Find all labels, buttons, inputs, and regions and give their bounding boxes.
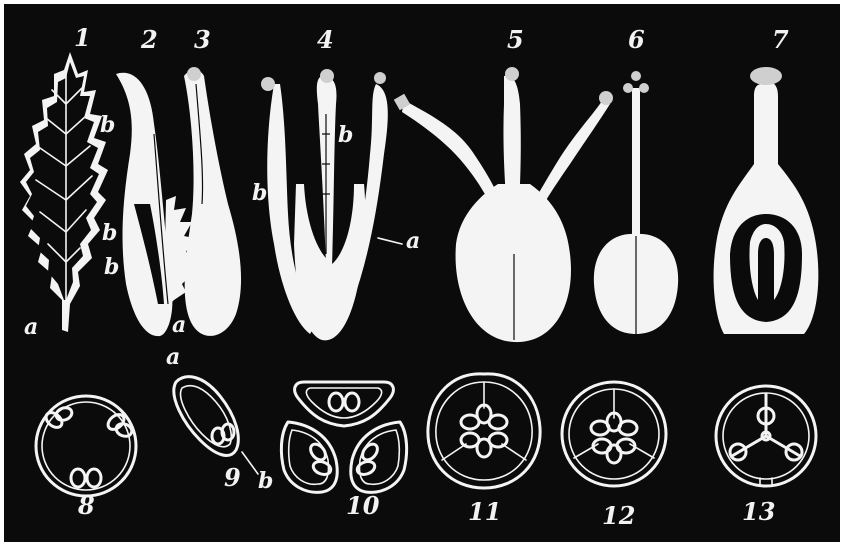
fig-number-6: 6 xyxy=(628,25,645,54)
fig-2-folded-carpel xyxy=(116,73,194,336)
fig3-label-b: b xyxy=(252,180,267,206)
fig1-label-b-low: b xyxy=(104,254,119,280)
fig-3-pistil xyxy=(184,67,241,336)
fig-number-8: 8 xyxy=(77,491,95,520)
fig2-label-a: a xyxy=(172,312,186,338)
fig-9-carpel-section xyxy=(174,377,258,474)
fig-10-three-carpels xyxy=(281,382,406,492)
fig-6-globular-ovary-pistil xyxy=(594,71,678,334)
fig1-label-b-top: b xyxy=(100,112,115,138)
fig-number-3: 3 xyxy=(194,25,211,54)
botanical-plate: 1 2 3 4 5 6 7 8 9 10 11 12 13 a b b b a … xyxy=(4,4,840,542)
fig-12-syncarpous-section xyxy=(562,382,666,486)
fig-number-10: 10 xyxy=(346,491,380,520)
fig-8-cross-section xyxy=(36,396,136,496)
fig-number-12: 12 xyxy=(602,501,635,530)
fig1-label-a: a xyxy=(24,314,38,340)
fig-number-7: 7 xyxy=(772,25,789,54)
plate-drawing: 1 2 3 4 5 6 7 8 9 10 11 12 13 a b b b a … xyxy=(4,4,840,542)
fig-11-three-celled-section xyxy=(428,374,540,488)
fig-1-serrated-leaf xyxy=(20,52,108,332)
fig-number-2: 2 xyxy=(140,25,158,54)
fig-13-axile-section xyxy=(716,386,816,486)
fig-number-13: 13 xyxy=(742,497,775,526)
fig9-label-b: b xyxy=(258,468,273,494)
fig4-label-b: b xyxy=(338,122,353,148)
fig2-label-b: b xyxy=(102,220,117,246)
fig-number-9: 9 xyxy=(224,463,241,492)
fig-5-two-carpel-pistil xyxy=(394,67,613,342)
fig-number-4: 4 xyxy=(317,25,334,54)
fig-number-5: 5 xyxy=(507,25,524,54)
fig-number-1: 1 xyxy=(74,23,91,52)
fig-7-sectioned-pistil xyxy=(714,67,819,334)
fig-4-three-styled-pistil xyxy=(261,69,388,340)
fig-number-11: 11 xyxy=(468,497,501,526)
fig4-label-a: a xyxy=(406,228,420,254)
fig9-label-a: a xyxy=(166,344,180,370)
